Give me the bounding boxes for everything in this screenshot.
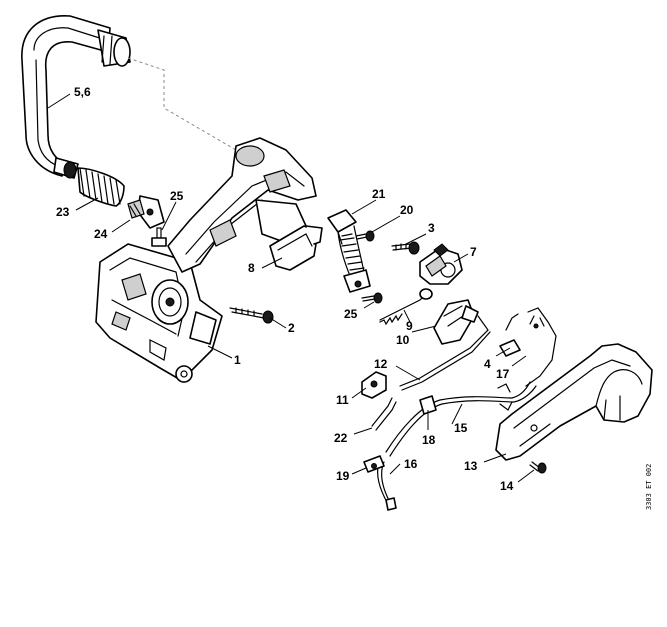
spring-part (63, 161, 125, 207)
callout-22: 22 (334, 431, 348, 445)
callout-15: 15 (454, 421, 468, 435)
callout-5-6: 5,6 (74, 85, 91, 99)
callout-13: 13 (464, 459, 478, 473)
side-cover-part-13 (495, 343, 653, 461)
callout-labels: 5,6 23 24 25 1 2 8 21 20 3 7 25 9 10 12 … (56, 85, 514, 493)
screw-part-3 (391, 241, 420, 255)
callout-8: 8 (248, 261, 255, 275)
trigger-part-7 (419, 243, 463, 285)
spring-wire-part-9 (379, 288, 433, 326)
leader-lines (47, 93, 535, 483)
callout-21: 21 (372, 187, 386, 201)
callout-14: 14 (500, 479, 514, 493)
callout-7: 7 (470, 245, 477, 259)
callout-10: 10 (396, 333, 410, 347)
handlebar-alignment-line (127, 57, 237, 151)
rear-handle-frame (167, 137, 317, 273)
callout-9: 9 (406, 319, 413, 333)
rod-part-12 (399, 315, 491, 391)
screw-part-14 (529, 461, 547, 474)
cover-part-8 (269, 225, 323, 271)
wire-part-22 (371, 397, 397, 431)
connector-part-16 (363, 455, 397, 511)
clip-part-4 (499, 313, 521, 357)
callout-25-left: 25 (170, 189, 184, 203)
callout-19: 19 (336, 469, 350, 483)
callout-17: 17 (496, 367, 510, 381)
callout-20: 20 (400, 203, 414, 217)
spring-part-17 (525, 307, 557, 387)
callout-1: 1 (234, 353, 241, 367)
callout-24: 24 (94, 227, 108, 241)
screw-part-20 (355, 230, 375, 242)
screw-part-25-right (361, 292, 383, 304)
buffer-spring-part-21 (327, 209, 371, 293)
drawing-code: 3303 ET 002 (645, 464, 653, 510)
callout-4: 4 (484, 357, 491, 371)
callout-2: 2 (288, 321, 295, 335)
callout-18: 18 (422, 433, 436, 447)
callout-23: 23 (56, 205, 70, 219)
cable-harness-part-15 (385, 381, 537, 457)
bracket-part (127, 195, 165, 229)
callout-3: 3 (428, 221, 435, 235)
screw-25-left (151, 227, 167, 247)
callout-16: 16 (404, 457, 418, 471)
callout-11: 11 (336, 393, 349, 407)
callout-25-right: 25 (344, 307, 358, 321)
screw-part-2 (229, 307, 274, 324)
callout-12: 12 (374, 357, 388, 371)
main-housing-part (95, 243, 223, 383)
lever-part-10 (433, 299, 479, 345)
detent-part-11 (361, 371, 387, 399)
